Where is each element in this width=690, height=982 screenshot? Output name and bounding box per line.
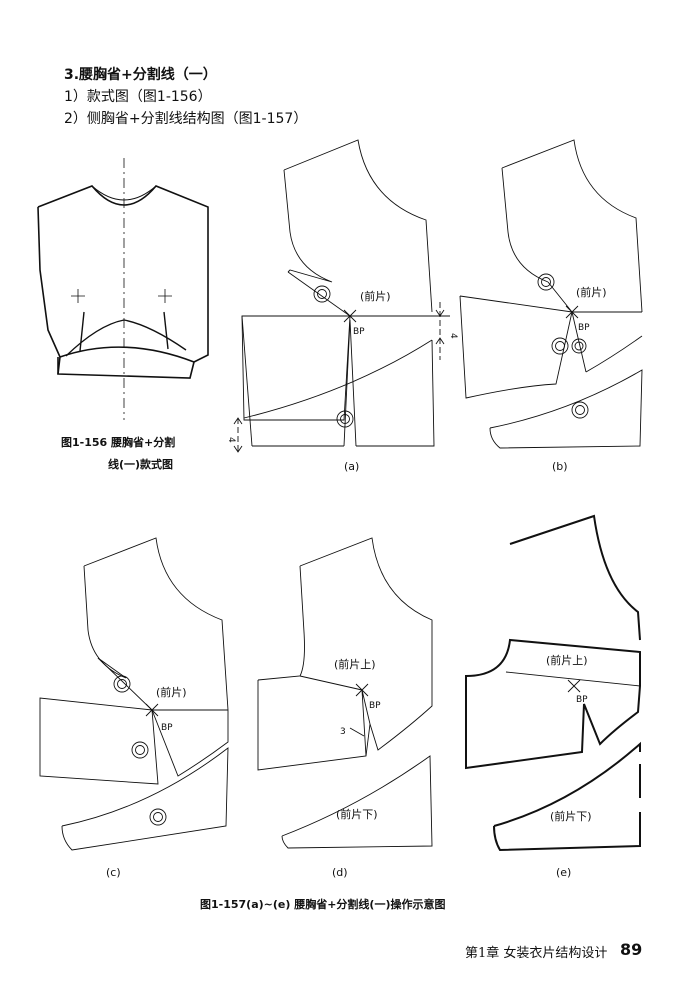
panel-a-bp-label: BP: [353, 327, 365, 337]
panel-a-armhole: [283, 169, 333, 283]
bodice-left-side: [37, 206, 61, 358]
waist-seam-curve: [65, 319, 187, 357]
panel-b-lower-band: [489, 369, 643, 449]
panel-d-dart-mark: 3: [340, 727, 346, 737]
bodice-outline: [37, 185, 209, 379]
panel-b-notch-4-icon: [571, 401, 589, 419]
panel-a-dim-left: 4: [226, 437, 236, 443]
panel-d: [257, 537, 433, 849]
panel-a-sublabel: (a): [344, 460, 359, 473]
panel-b-bp-label: BP: [578, 323, 590, 333]
panel-a-waist-dart: [343, 319, 357, 447]
panel-e-bp-label: BP: [576, 695, 588, 705]
fig157-caption: 图1-157(a)~(e) 腰胸省+分割线(一)操作示意图: [200, 897, 446, 911]
fig156-style-drawing: [37, 158, 209, 420]
panel-e-bust-line: [505, 671, 641, 687]
panel-d-upper-piece: [257, 680, 433, 771]
panel-a-side: [241, 315, 253, 447]
panel-e-upper-piece: [465, 514, 641, 770]
panel-d-bust-line: [299, 675, 363, 691]
panel-c-notch-3-icon: [149, 808, 167, 826]
panel-d-armhole: [257, 565, 305, 681]
panel-a: [233, 139, 450, 453]
item-style-drawing: 1）款式图（图1-156）: [64, 89, 212, 105]
panel-b-armhole: [501, 167, 549, 283]
panel-d-lower-piece: [281, 755, 433, 849]
panel-c-bp-mark-icon: [145, 703, 159, 717]
panel-d-bp-label: BP: [369, 701, 381, 711]
panel-c-front-label: (前片): [156, 685, 187, 699]
neckline-inner: [91, 185, 157, 201]
panel-d-sublabel: (d): [332, 866, 348, 879]
panel-e-lower-piece: [493, 741, 641, 852]
chapter-title: 第1章 女装衣片结构设计: [465, 946, 608, 961]
panel-d-front-lower-label: (前片下): [336, 807, 378, 821]
panel-e-front-upper-label: (前片上): [546, 653, 588, 667]
panel-c-lower-band: [61, 747, 229, 851]
panel-c-notch-2-icon: [131, 741, 149, 759]
panel-c-side-dart: [39, 657, 159, 785]
panel-c-sublabel: (c): [106, 866, 121, 879]
panel-d-bp-dart: [361, 689, 371, 757]
left-bp-cross: [71, 289, 85, 303]
panel-a-bodice-top: [283, 139, 433, 313]
panel-a-side-dart: [241, 271, 352, 421]
panel-a-front-label: (前片): [360, 289, 391, 303]
panel-c-armhole: [83, 565, 127, 679]
panel-a-hem: [252, 339, 435, 447]
section-heading: 3.腰胸省+分割线（一）: [64, 67, 217, 83]
page-number: 89: [620, 940, 643, 959]
item-structure-drawing: 2）侧胸省+分割线结构图（图1-157）: [64, 111, 308, 127]
panel-b-lower-body: [459, 295, 587, 399]
fig156-caption-line2: 线(一)款式图: [108, 457, 173, 471]
panel-c-notch-1-icon: [113, 675, 131, 693]
right-bp-cross: [158, 289, 172, 303]
panel-b-notch-1-icon: [537, 273, 555, 291]
panel-c-rotated-dart: [151, 709, 229, 777]
panel-e-front-lower-label: (前片下): [550, 809, 592, 823]
panel-b-bodice-top: [501, 139, 643, 313]
panel-b-bp-mark-icon: [565, 305, 579, 319]
panel-a-seam-curve: [243, 339, 433, 419]
panel-e: [465, 514, 641, 852]
panel-d-bp-mark-icon: [355, 683, 369, 697]
fig156-caption-line1: 图1-156 腰胸省+分割: [61, 435, 175, 449]
panel-b-sublabel: (b): [552, 460, 568, 473]
panel-a-dim-right: 4: [448, 333, 458, 339]
panel-c-bodice-top: [83, 537, 229, 711]
panel-e-bp-mark-icon: [567, 679, 581, 693]
panel-b: [459, 139, 643, 449]
panel-a-bp-mark-icon: [343, 309, 357, 323]
panel-e-sublabel: (e): [556, 866, 571, 879]
panel-c: [39, 537, 229, 851]
panel-b-front-label: (前片): [576, 285, 607, 299]
panel-a-dim-arrow-left-icon: [233, 417, 243, 453]
panel-d-bodice-top: [299, 537, 433, 690]
left-dart: [79, 311, 85, 352]
panel-a-notch-1-icon: [313, 285, 331, 303]
panel-b-seam-curve: [585, 335, 643, 373]
panel-b-notch-3-icon: [571, 338, 587, 354]
panel-b-notch-2-icon: [551, 337, 569, 355]
panel-d-front-upper-label: (前片上): [334, 657, 376, 671]
panel-b-side-dart-closed: [459, 281, 574, 313]
panel-a-notch-2-icon: [336, 410, 354, 428]
panel-c-bp-label: BP: [161, 723, 173, 733]
right-dart: [163, 311, 169, 350]
panel-a-dim-arrow-right-icon: [435, 309, 445, 345]
